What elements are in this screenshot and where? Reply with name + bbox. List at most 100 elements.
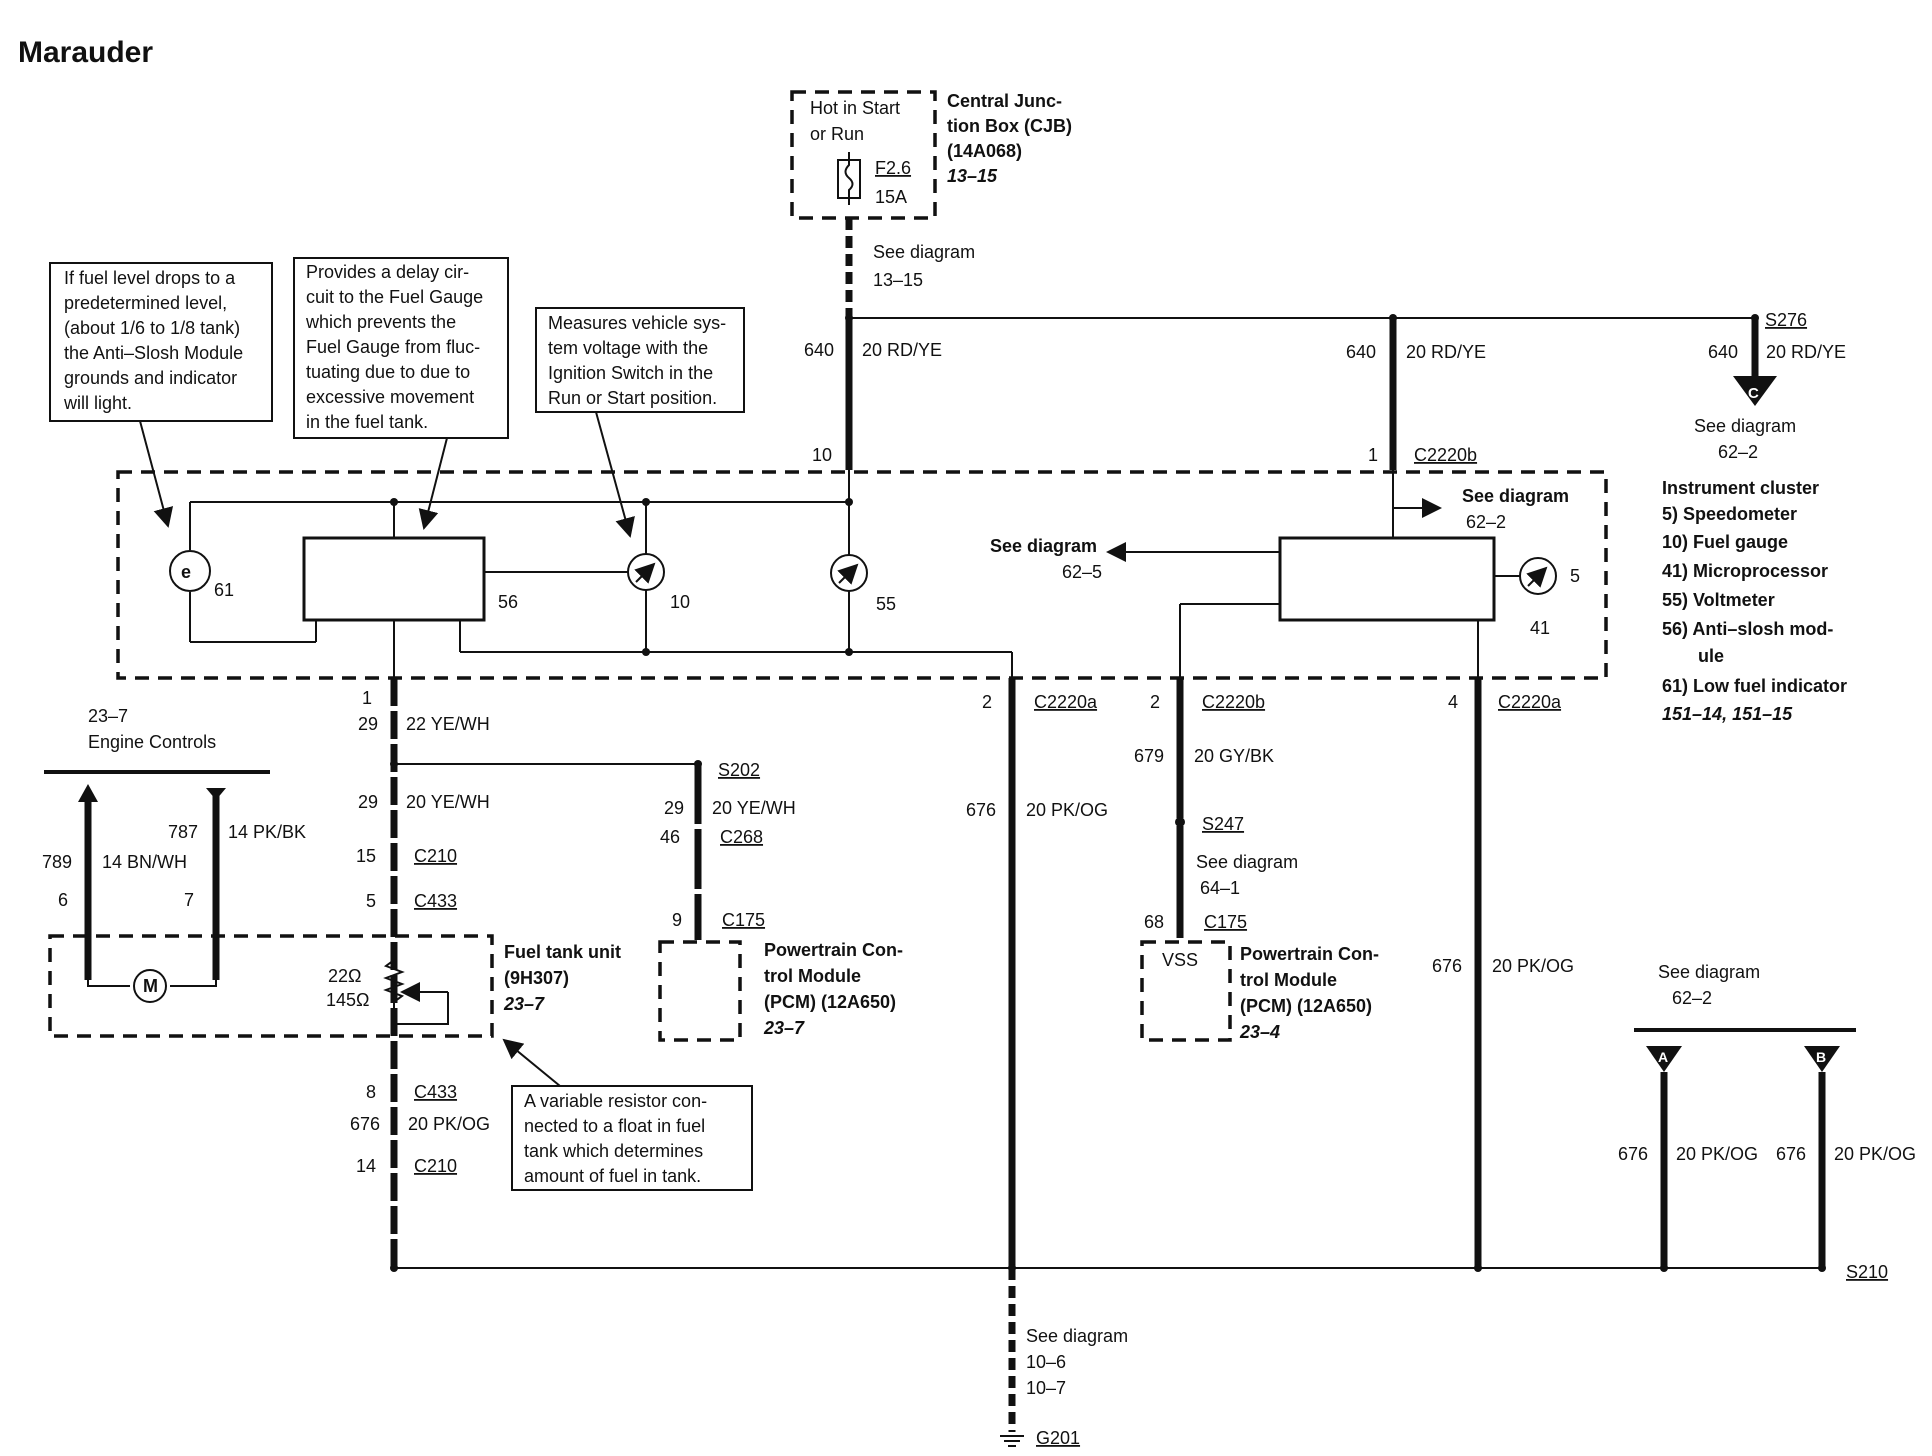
svg-text:(about 1/6 to 1/8 tank): (about 1/6 to 1/8 tank) (64, 318, 240, 338)
num-5: 5 (1570, 566, 1580, 586)
pin-46: 46 (660, 827, 680, 847)
pin-1-c2220b: 1 (1368, 445, 1378, 465)
svg-text:Run or Start position.: Run or Start position. (548, 388, 717, 408)
connector-c175-b: C175 (1204, 912, 1247, 932)
see-10-1: See diagram (1026, 1326, 1128, 1346)
cluster-legend: Instrument cluster 5) Speedometer 10) Fu… (1662, 478, 1847, 724)
connector-a-icon (1646, 1046, 1682, 1072)
wire-640-a-circuit: 640 (804, 340, 834, 360)
svg-text:10) Fuel gauge: 10) Fuel gauge (1662, 532, 1788, 552)
wire-676e-spec: 20 PK/OG (1834, 1144, 1916, 1164)
resistance-22: 22Ω (328, 966, 361, 986)
fuel-tank-unit-box (48, 934, 494, 1038)
num-61: 61 (214, 580, 234, 600)
svg-text:(9H307): (9H307) (504, 968, 569, 988)
wire-676b-circuit: 676 (1432, 956, 1462, 976)
svg-text:Fuel Gauge from fluc-: Fuel Gauge from fluc- (306, 337, 480, 357)
connector-c210-bottom: C210 (414, 1156, 457, 1176)
svg-text:151–14, 151–15: 151–14, 151–15 (1662, 704, 1793, 724)
see-10-3: 10–7 (1026, 1378, 1066, 1398)
wire-29c-spec: 20 YE/WH (712, 798, 796, 818)
svg-text:Powertrain Con-: Powertrain Con- (764, 940, 903, 960)
wire-679-spec: 20 GY/BK (1194, 746, 1274, 766)
svg-text:Instrument cluster: Instrument cluster (1662, 478, 1819, 498)
arrow-down-icon (206, 788, 226, 800)
wire-789-spec: 14 BN/WH (102, 852, 187, 872)
wire-29c-circuit: 29 (664, 798, 684, 818)
pin-5: 5 (366, 891, 376, 911)
see-right-2: 62–2 (1466, 512, 1506, 532)
cjb-ref: 13–15 (947, 166, 998, 186)
pin-9: 9 (672, 910, 682, 930)
low-fuel-indicator-icon (169, 550, 211, 592)
wire-787-circuit: 787 (168, 822, 198, 842)
num-41: 41 (1530, 618, 1550, 638)
wire-29a-spec: 22 YE/WH (406, 714, 490, 734)
svg-text:55) Voltmeter: 55) Voltmeter (1662, 590, 1775, 610)
connector-c2220b-2: C2220b (1202, 692, 1265, 712)
svg-text:e: e (181, 562, 191, 582)
wire-640-a-spec: 20 RD/YE (862, 340, 942, 360)
svg-text:tuating due to due to: tuating due to due to (306, 362, 470, 382)
microprocessor (1278, 536, 1496, 622)
connector-c2220b-top: C2220b (1414, 445, 1477, 465)
pcm-label-1: Powertrain Con- trol Module (PCM) (12A65… (763, 940, 903, 1038)
svg-text:Measures vehicle sys-: Measures vehicle sys- (548, 313, 726, 333)
ground-g201: G201 (1036, 1428, 1080, 1448)
svg-text:(PCM) (12A650): (PCM) (12A650) (1240, 996, 1372, 1016)
wire-640-b-spec: 20 RD/YE (1406, 342, 1486, 362)
see-10-2: 10–6 (1026, 1352, 1066, 1372)
svg-text:A variable resistor con-: A variable resistor con- (524, 1091, 707, 1111)
svg-text:which prevents the: which prevents the (305, 312, 456, 332)
pin-2-c2220b: 2 (1150, 692, 1160, 712)
pcm-box-1 (658, 940, 742, 1042)
svg-text:Powertrain Con-: Powertrain Con- (1240, 944, 1379, 964)
engine-controls: 23–7 Engine Controls (44, 706, 270, 774)
tag-b: B (1816, 1049, 1826, 1065)
num-55: 55 (876, 594, 896, 614)
cjb-see-1: See diagram (873, 242, 975, 262)
wire-29b-spec: 20 YE/WH (406, 792, 490, 812)
wire-679-circuit: 679 (1134, 746, 1164, 766)
cjb-label-1: Central Junc- (947, 91, 1062, 111)
connector-c210-top: C210 (414, 846, 457, 866)
see-62-2: 62–2 (1672, 988, 1712, 1008)
svg-text:23–7: 23–7 (503, 994, 545, 1014)
svg-text:61) Low fuel indicator: 61) Low fuel indicator (1662, 676, 1847, 696)
wire-640-c-spec: 20 RD/YE (1766, 342, 1846, 362)
cjb-hot-line1: Hot in Start (810, 98, 900, 118)
svg-text:cuit to the Fuel Gauge: cuit to the Fuel Gauge (306, 287, 483, 307)
svg-text:amount of fuel in tank.: amount of fuel in tank. (524, 1166, 701, 1186)
wire-29b-circuit: 29 (358, 792, 378, 812)
splice-s202: S202 (718, 760, 760, 780)
wire-676b-spec: 20 PK/OG (1492, 956, 1574, 976)
tag-a: A (1658, 1049, 1668, 1065)
anti-slosh-module (302, 536, 486, 622)
resistance-145: 145Ω (326, 990, 370, 1010)
variable-resistor-icon (383, 944, 405, 1012)
connector-b-icon (1804, 1046, 1840, 1072)
connector-c433-top: C433 (414, 891, 457, 911)
pin-7: 7 (184, 890, 194, 910)
connector-c2220a-2: C2220a (1498, 692, 1562, 712)
arrow-up-icon (78, 784, 98, 802)
see-left-2: 62–5 (1062, 562, 1102, 582)
svg-text:23–4: 23–4 (1239, 1022, 1280, 1042)
pin-8: 8 (366, 1082, 376, 1102)
wire-676e-circuit: 676 (1776, 1144, 1806, 1164)
fuel-tank-label: Fuel tank unit (9H307) 23–7 (503, 942, 621, 1014)
pin-2-c2220a: 2 (982, 692, 992, 712)
splice-s210: S210 (1846, 1262, 1888, 1282)
fuse-id: F2.6 (875, 158, 911, 178)
pin-4-c2220a: 4 (1448, 692, 1458, 712)
see-64-2: 64–1 (1200, 878, 1240, 898)
motor-label: M (143, 976, 158, 996)
svg-text:tank which determines: tank which determines (524, 1141, 703, 1161)
cjb-hot-line2: or Run (810, 124, 864, 144)
pin-6: 6 (58, 890, 68, 910)
wire-676a-spec: 20 PK/OG (1026, 800, 1108, 820)
svg-text:41) Microprocessor: 41) Microprocessor (1662, 561, 1828, 581)
see-left-1: See diagram (990, 536, 1097, 556)
svg-text:predetermined level,: predetermined level, (64, 293, 227, 313)
